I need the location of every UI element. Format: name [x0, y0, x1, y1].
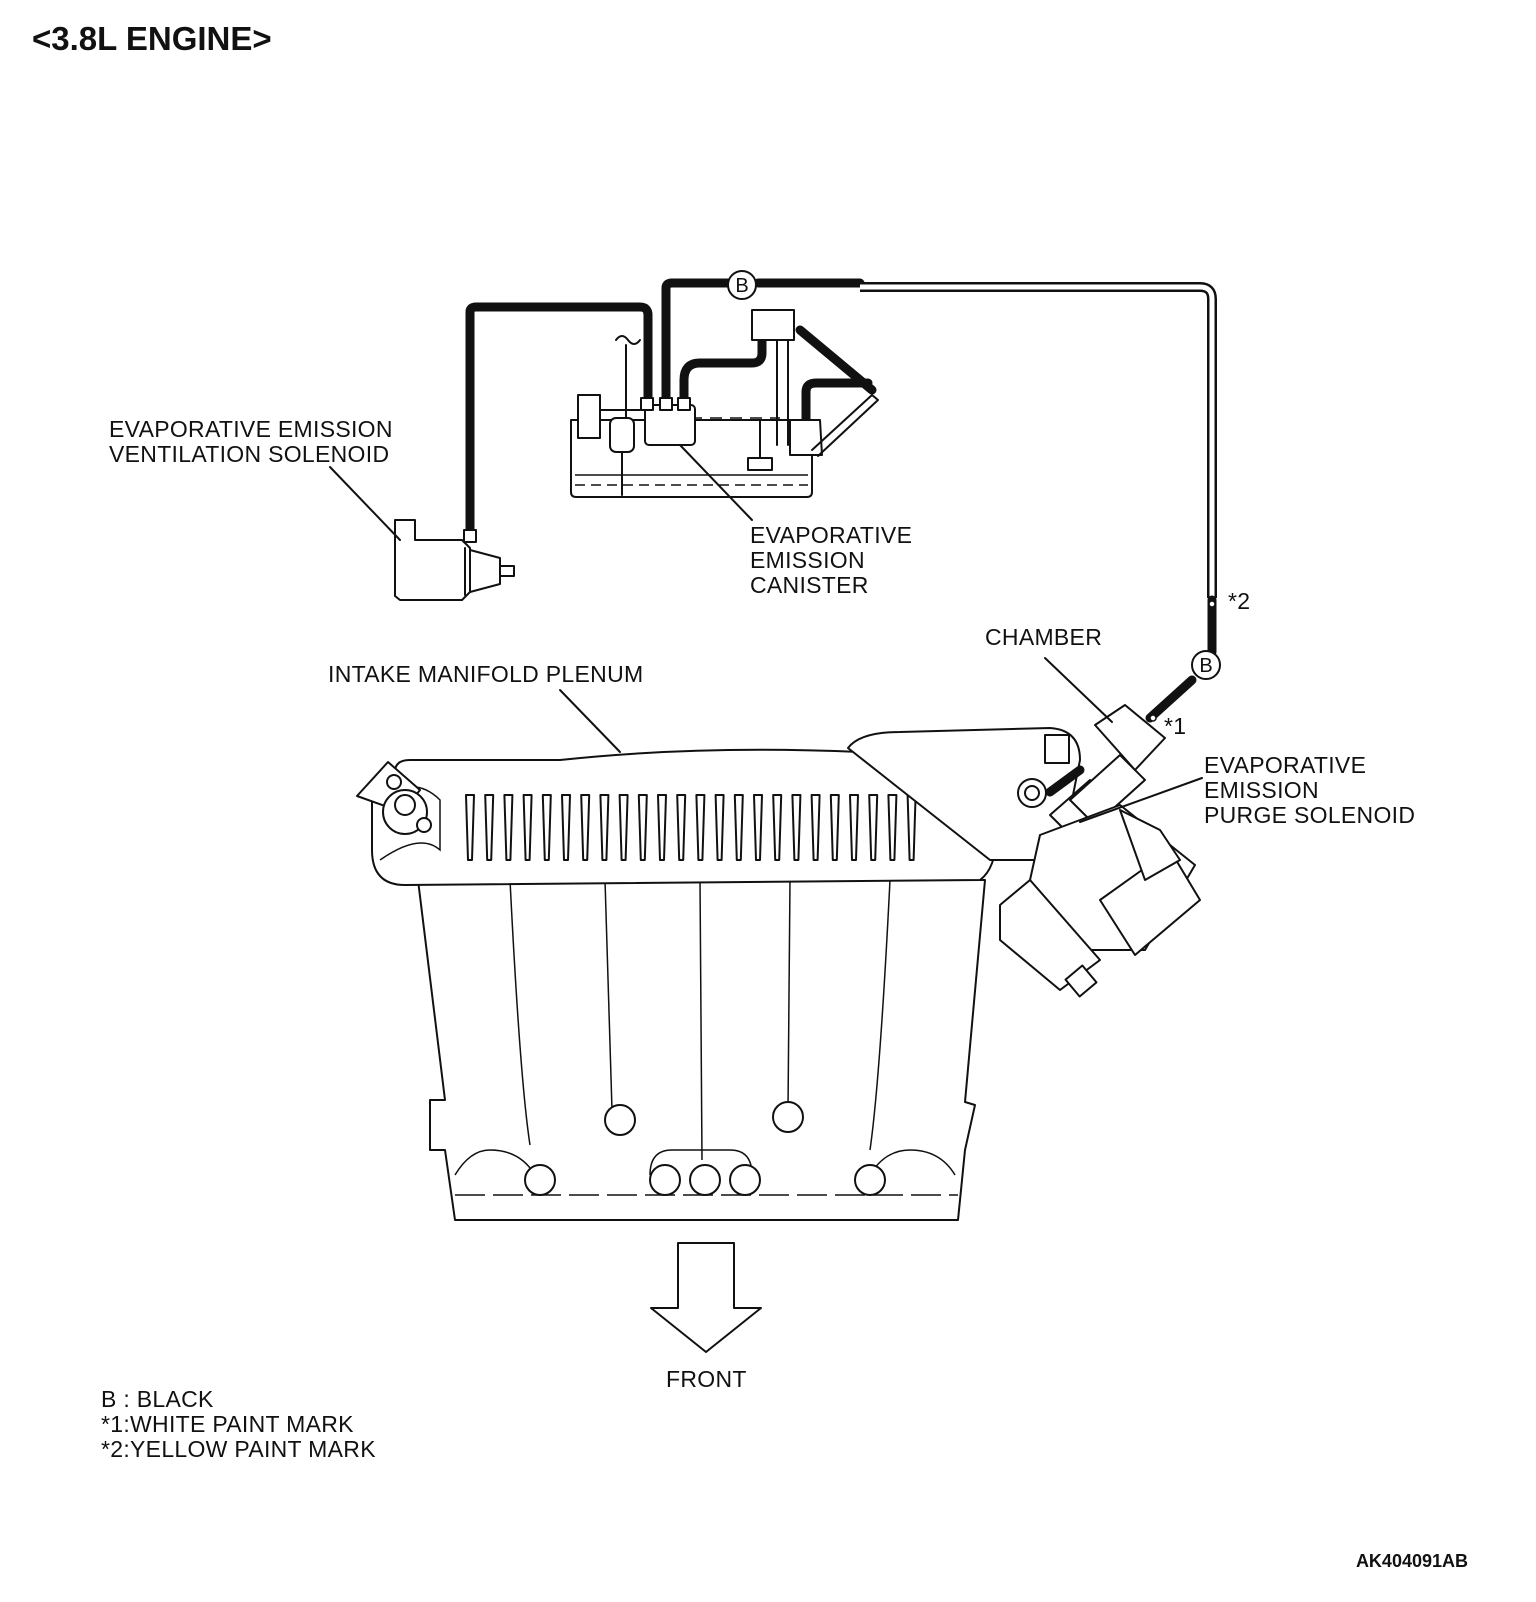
legend-item: *2:YELLOW PAINT MARK [101, 1436, 376, 1462]
svg-text:B: B [1199, 655, 1212, 677]
legend: B : BLACK *1:WHITE PAINT MARK *2:YELLOW … [101, 1386, 376, 1462]
chamber-leader [1044, 657, 1113, 723]
purge-solenoid-label: EVAPORATIVE EMISSION PURGE SOLENOID [1204, 752, 1415, 828]
hose-marker-lower: B [1191, 650, 1221, 680]
plenum-leader [559, 689, 621, 753]
legend-item: *1:WHITE PAINT MARK [101, 1411, 354, 1437]
plenum-rib [868, 794, 879, 861]
ventilation-solenoid [394, 519, 515, 601]
figure-code: AK404091AB [1356, 1551, 1468, 1571]
plenum-rib [829, 794, 840, 861]
plenum-rib [714, 794, 725, 861]
plenum-rib [887, 794, 898, 861]
front-arrow-icon [650, 1242, 762, 1353]
page-title: <3.8L ENGINE> [32, 20, 272, 57]
evap-canister-assembly [570, 309, 879, 498]
purge-solenoid-leader [1079, 777, 1203, 823]
mark2-label: *2 [1228, 588, 1250, 614]
ventilation-hose [465, 302, 653, 535]
plenum-rib [599, 794, 610, 861]
plenum-rib [791, 794, 802, 861]
plenum-rib [522, 794, 533, 861]
svg-text:B: B [735, 275, 748, 297]
plenum-label: INTAKE MANIFOLD PLENUM [328, 661, 643, 687]
front-label: FRONT [666, 1366, 747, 1392]
hose-marker-upper: B [727, 270, 757, 300]
canister-label: EVAPORATIVE EMISSION CANISTER [750, 522, 919, 598]
plenum-rib [541, 794, 552, 861]
plenum-rib [733, 794, 744, 861]
plenum-rib [772, 794, 783, 861]
chamber-label: CHAMBER [985, 624, 1102, 650]
plenum-rib [906, 794, 917, 861]
canister-hose-c [795, 325, 877, 395]
plenum-rib [676, 794, 687, 861]
plenum-rib [465, 794, 475, 861]
yellow-paint-mark [1208, 600, 1216, 608]
plenum-rib [657, 794, 667, 861]
plenum-rib [849, 794, 859, 861]
purge-pipe [860, 284, 1215, 598]
legend-item: B : BLACK [101, 1386, 214, 1412]
plenum-ribs [465, 794, 917, 861]
ventilation-solenoid-label: EVAPORATIVE EMISSION VENTILATION SOLENOI… [109, 416, 399, 467]
purge-solenoid-assembly [999, 704, 1201, 998]
canister-hose-b [801, 378, 873, 425]
white-paint-mark [1149, 714, 1157, 722]
ventilation-solenoid-leader [329, 466, 401, 541]
canister-hose-a [679, 330, 767, 410]
plenum-rib [695, 794, 706, 861]
intake-manifold [356, 727, 1081, 1221]
purge-hose-black-section [661, 278, 745, 410]
chamber-hose [1145, 675, 1197, 723]
plenum-rib [810, 794, 821, 861]
plenum-rib [618, 794, 629, 861]
mark1-label: *1 [1164, 713, 1186, 739]
canister-leader [679, 444, 753, 521]
plenum-rib [484, 794, 495, 861]
plenum-rib [503, 794, 514, 861]
plenum-rib [561, 794, 571, 861]
plenum-rib [637, 794, 648, 861]
plenum-rib [580, 794, 591, 861]
plenum-rib [753, 794, 763, 861]
